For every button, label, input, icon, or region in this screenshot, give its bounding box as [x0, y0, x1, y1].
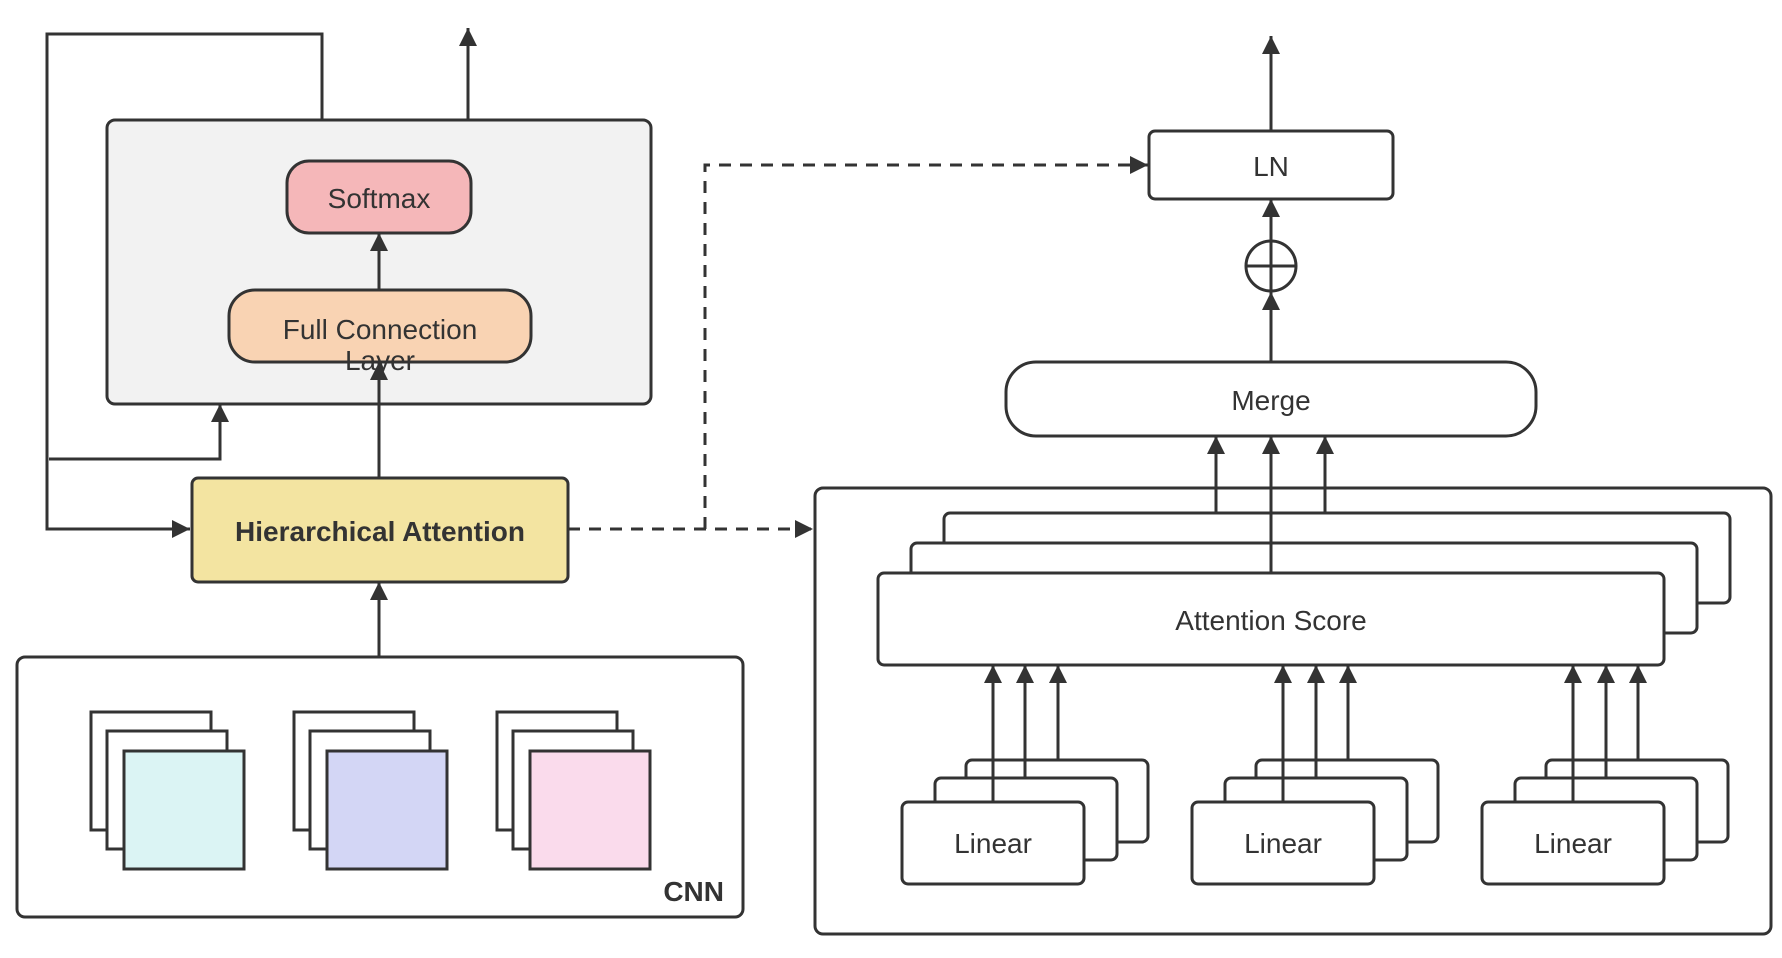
ha-to-ln-dashed-arrow: [703, 156, 1148, 529]
feature-map-stack-3: [495, 710, 652, 871]
softmax-label: Softmax: [328, 183, 431, 214]
feature-map-stack-1: [89, 710, 246, 871]
merge-label: Merge: [1231, 385, 1310, 416]
circle-plus-icon: [1244, 239, 1298, 293]
linear-stack-2: Linear: [1190, 665, 1440, 886]
linear-stack-1: Linear: [900, 665, 1150, 886]
feature-map-stack-2: [292, 710, 449, 871]
feedback-loop-outer: [45, 32, 324, 538]
attention-score-label: Attention Score: [1175, 605, 1366, 636]
linear-label-3: Linear: [1534, 828, 1612, 859]
feedback-loop-inner: [49, 404, 229, 461]
hierarchical-attention-label: Hierarchical Attention: [235, 516, 525, 547]
linear-label-1: Linear: [954, 828, 1032, 859]
full-connection-label-line1: Full Connection: [283, 314, 478, 345]
linear-stack-3: Linear: [1480, 665, 1730, 886]
linear-label-2: Linear: [1244, 828, 1322, 859]
ln-label: LN: [1253, 151, 1289, 182]
cnn-label: CNN: [663, 876, 724, 907]
